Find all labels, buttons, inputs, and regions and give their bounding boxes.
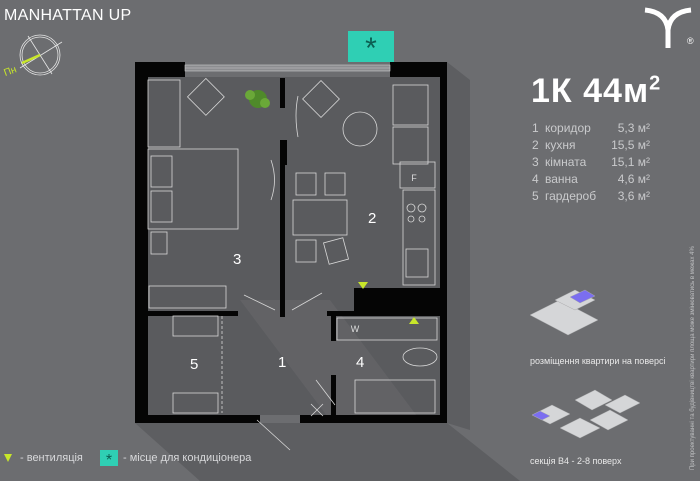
- bathtub: [354, 379, 436, 414]
- room-row: 5 гардероб 3,6 м²: [532, 189, 650, 204]
- brand-logo: [644, 7, 692, 48]
- plant-icon: [245, 90, 270, 108]
- stove: [402, 189, 436, 286]
- legend-ac-label: - місце для кондиціонера: [123, 452, 252, 464]
- ac-unit-marker: [348, 31, 394, 62]
- room-number-2: 2: [368, 210, 377, 227]
- legend-vent-label: - вентиляція: [20, 452, 83, 464]
- room-num: 4: [532, 172, 539, 186]
- wardrobe: [148, 285, 227, 309]
- registered-mark: ®: [687, 36, 694, 46]
- room-name: кухня: [545, 138, 576, 152]
- furniture: [147, 77, 438, 451]
- walls: [135, 62, 447, 423]
- room-name: кімната: [545, 155, 587, 169]
- room-row: 3 кімната 15,1 м²: [532, 155, 650, 170]
- ac-icon: *: [365, 32, 377, 65]
- room-area: 15,1 м²: [611, 155, 650, 169]
- fridge: [399, 161, 436, 189]
- floor-location-diagram: [529, 289, 599, 336]
- compass-icon: [19, 34, 63, 76]
- desk: [147, 79, 181, 148]
- room-area: 4,6 м²: [617, 172, 650, 186]
- area-unit-sup: 2: [649, 72, 662, 95]
- table: [342, 111, 378, 147]
- legend-ac-icon: [100, 450, 118, 466]
- room-num: 1: [532, 121, 539, 135]
- vent-icon: [409, 317, 419, 324]
- washer-label: W: [351, 324, 360, 334]
- disclaimer: При проектуванні та будівництві квартири…: [690, 246, 696, 470]
- door-swings: [243, 292, 336, 451]
- shaft-mark: [310, 403, 324, 417]
- apartment-type: 1К: [531, 72, 573, 110]
- window: [184, 64, 391, 72]
- fridge-label: F: [411, 173, 417, 183]
- room-num: 5: [532, 189, 539, 203]
- compass-label: Пн: [3, 64, 19, 79]
- floor-location-caption: розміщення квартири на поверсі: [530, 356, 666, 366]
- room-number-5: 5: [190, 356, 199, 373]
- armchair: [186, 77, 225, 116]
- plan-shadow-right: [447, 62, 470, 430]
- room-row: 4 ванна 4,6 м²: [532, 172, 650, 187]
- legend-vent-icon: [4, 454, 12, 462]
- room-name: гардероб: [545, 189, 597, 203]
- room-name: коридор: [545, 121, 591, 135]
- room-area: 3,6 м²: [617, 189, 650, 203]
- room-number-4: 4: [356, 354, 365, 371]
- toilet: [402, 347, 438, 367]
- section-caption: секція В4 - 2-8 поверх: [530, 456, 622, 466]
- room-number-3: 3: [233, 251, 242, 268]
- room-num: 2: [532, 138, 539, 152]
- bed: [147, 148, 239, 230]
- apartment-area: 44м: [583, 72, 650, 110]
- room-area: 15,5 м²: [611, 138, 650, 152]
- room-area: 5,3 м²: [617, 121, 650, 135]
- plan-shadow: [135, 423, 520, 481]
- room-name: ванна: [545, 172, 578, 186]
- dining-table: [292, 199, 348, 236]
- room-number-1: 1: [278, 354, 287, 371]
- vent-icon: [358, 282, 368, 289]
- brand-title: MANHATTAN UP: [4, 7, 132, 24]
- apartment-title: 1К 44м2: [531, 72, 661, 111]
- room-num: 3: [532, 155, 539, 169]
- section-diagram: [531, 389, 641, 439]
- room-row: 1 коридор 5,3 м²: [532, 121, 650, 136]
- legend-ac-asterisk: *: [106, 452, 112, 469]
- room-row: 2 кухня 15,5 м²: [532, 138, 650, 153]
- light-patch: [240, 300, 420, 420]
